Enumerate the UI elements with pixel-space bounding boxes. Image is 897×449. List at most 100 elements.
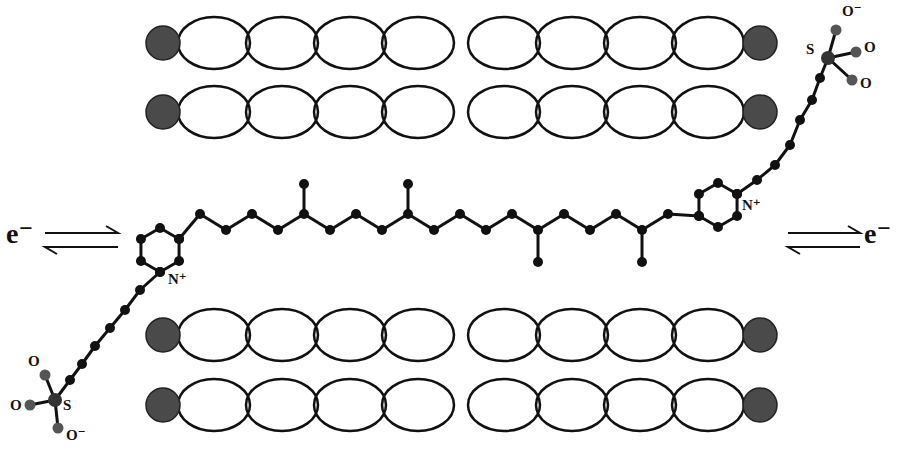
lipid-tail	[314, 379, 386, 431]
atom	[533, 257, 543, 267]
atom	[507, 209, 517, 219]
atom	[221, 225, 231, 235]
lipid-tail	[536, 379, 608, 431]
lipid-head	[146, 318, 180, 352]
lipid-head	[146, 26, 180, 60]
lipid-tail	[382, 17, 454, 69]
lipid-head	[743, 388, 777, 422]
oxygen-atom	[847, 75, 858, 86]
lipid-tail	[314, 17, 386, 69]
atom	[429, 225, 439, 235]
lipid-tail	[178, 86, 250, 138]
atom	[815, 73, 825, 83]
atom	[807, 95, 817, 105]
atom	[533, 225, 543, 235]
lipid-tail	[246, 309, 318, 361]
atom	[637, 257, 647, 267]
atom	[637, 225, 647, 235]
lipid-tail	[246, 17, 318, 69]
atom	[752, 175, 762, 185]
atom	[155, 267, 165, 277]
atom	[174, 234, 184, 244]
bonds	[30, 30, 856, 428]
atom	[663, 209, 673, 219]
harpoon-arrow	[45, 226, 118, 233]
atom-label: O	[28, 354, 40, 369]
atom-label: N⁺	[742, 198, 761, 213]
atom	[136, 256, 146, 266]
atom	[732, 189, 742, 199]
atom	[351, 209, 361, 219]
atoms	[50, 53, 833, 405]
atom	[694, 211, 704, 221]
atom-label: O	[864, 40, 876, 55]
lipid-tail	[314, 309, 386, 361]
lipid-molecule	[146, 379, 777, 431]
atom	[611, 209, 621, 219]
electron-label: e⁻	[6, 220, 33, 248]
atom	[694, 211, 704, 221]
atom-label: N⁺	[168, 272, 187, 287]
lipid-tail	[536, 17, 608, 69]
atom	[65, 375, 75, 385]
atom	[403, 209, 413, 219]
lipid-tail	[536, 86, 608, 138]
oxygen-atom	[831, 25, 842, 36]
lipid-tail	[536, 309, 608, 361]
lipid-tail	[672, 17, 744, 69]
atom	[155, 267, 165, 277]
lipid-tail	[604, 309, 676, 361]
lipid-tail	[246, 86, 318, 138]
atom	[732, 189, 742, 199]
atom	[559, 209, 569, 219]
atom-label: O	[860, 76, 872, 91]
harpoon-arrow	[788, 247, 860, 254]
harpoon-arrow	[788, 226, 860, 233]
lipid-tail	[604, 379, 676, 431]
atom	[713, 178, 723, 188]
atom	[120, 305, 130, 315]
oxygen-atom	[851, 47, 862, 58]
atom	[136, 234, 146, 244]
atom	[481, 225, 491, 235]
atom	[403, 179, 413, 189]
atom	[713, 222, 723, 232]
atom-label: O⁻	[66, 428, 86, 443]
atom-label: O	[10, 398, 22, 413]
atom	[795, 115, 805, 125]
atom	[105, 323, 115, 333]
lipid-tail	[468, 17, 540, 69]
lipid-tail	[672, 309, 744, 361]
atom	[247, 209, 257, 219]
oxygen-atom	[53, 423, 64, 434]
atom	[770, 160, 780, 170]
lipid-head	[743, 318, 777, 352]
oxygen-atom	[40, 370, 51, 381]
atom	[155, 223, 165, 233]
lipid-tail	[382, 309, 454, 361]
atom-label: S	[806, 42, 814, 57]
lipid-tail	[382, 86, 454, 138]
transfer-arrows	[45, 226, 860, 254]
lipid-tail	[178, 309, 250, 361]
atom	[455, 209, 465, 219]
atom	[325, 225, 335, 235]
lipid-tail	[672, 379, 744, 431]
atom	[273, 225, 283, 235]
lipid-head	[743, 26, 777, 60]
lipid-tail	[468, 86, 540, 138]
atom	[377, 225, 387, 235]
lipid-tail	[468, 309, 540, 361]
lipid-tail	[178, 17, 250, 69]
atom	[299, 209, 309, 219]
atom	[299, 179, 309, 189]
lipid-head	[146, 95, 180, 129]
electron-label: e⁻	[864, 220, 891, 248]
atom	[135, 285, 145, 295]
atom	[195, 209, 205, 219]
lipid-molecule	[146, 17, 777, 69]
lipid-tail	[314, 86, 386, 138]
lipid-tail	[604, 86, 676, 138]
atom	[785, 140, 795, 150]
atom-label: S	[63, 398, 71, 413]
